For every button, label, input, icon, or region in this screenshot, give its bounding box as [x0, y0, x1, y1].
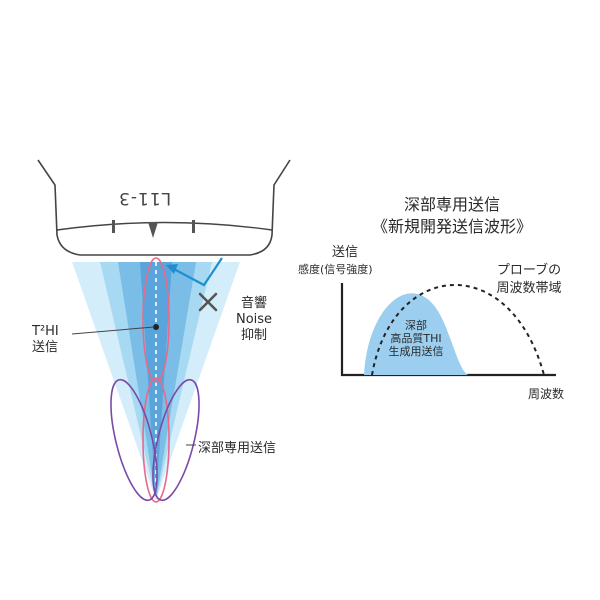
arrow-head	[166, 264, 178, 274]
graph-title: 深部専用送信 《新規開発送信波形》	[372, 194, 532, 238]
t2hi-label-line2: 送信	[32, 340, 59, 355]
hump-label-line1: 深部	[405, 319, 427, 332]
t2hi-leader-line	[71, 326, 155, 335]
probe-tick-right	[192, 220, 195, 233]
transmission-hump	[364, 293, 468, 375]
graph-y-label: 送信 感度(信号強度)	[298, 244, 373, 278]
graph-title-line2: 《新規開発送信波形》	[371, 217, 533, 236]
deep-lobe-right	[152, 378, 200, 502]
focal-dot-icon	[153, 324, 159, 330]
probe-band-label-line1: プローブの	[496, 263, 562, 278]
noise-label-line1: 音響	[240, 296, 267, 311]
hump-label-line2: 高品質THI	[390, 332, 442, 345]
probe-band-label-line2: 周波数帯域	[496, 281, 562, 296]
deep-tx-label: 深部専用送信	[198, 441, 277, 456]
graph-y-label-line2: 感度(信号強度)	[298, 263, 373, 276]
beam-narrow	[140, 262, 172, 500]
hump-label: 深部 高品質THI 生成用送信	[389, 319, 444, 358]
graph-y-label-line1: 送信	[332, 245, 359, 260]
t2hi-label: T²HI 送信	[32, 324, 59, 356]
probe-body	[37, 159, 291, 256]
t2hi-lobe-lower	[142, 377, 170, 503]
graph-title-line1: 深部専用送信	[403, 195, 501, 214]
probe-band-curve	[371, 284, 545, 376]
t2hi-lobe-upper	[142, 257, 170, 383]
cross-icon	[198, 292, 218, 312]
noise-suppression-label: 音響 Noise 抑制	[236, 296, 272, 344]
probe-model-label: L11-3	[118, 188, 172, 208]
t2hi-label-line1: T²HI	[32, 324, 59, 339]
deep-lobe-left	[110, 378, 158, 502]
graph-x-label: 周波数	[528, 387, 565, 401]
arrow-icon	[171, 257, 223, 287]
probe-face-line	[56, 221, 273, 231]
noise-label-line2: Noise	[235, 312, 273, 327]
noise-label-line3: 抑制	[240, 328, 267, 343]
probe-center-marker-icon	[148, 222, 158, 238]
hump-label-line3: 生成用送信	[388, 345, 444, 358]
probe-band-label: プローブの 周波数帯域	[496, 262, 561, 298]
probe-tick-left	[112, 220, 115, 233]
